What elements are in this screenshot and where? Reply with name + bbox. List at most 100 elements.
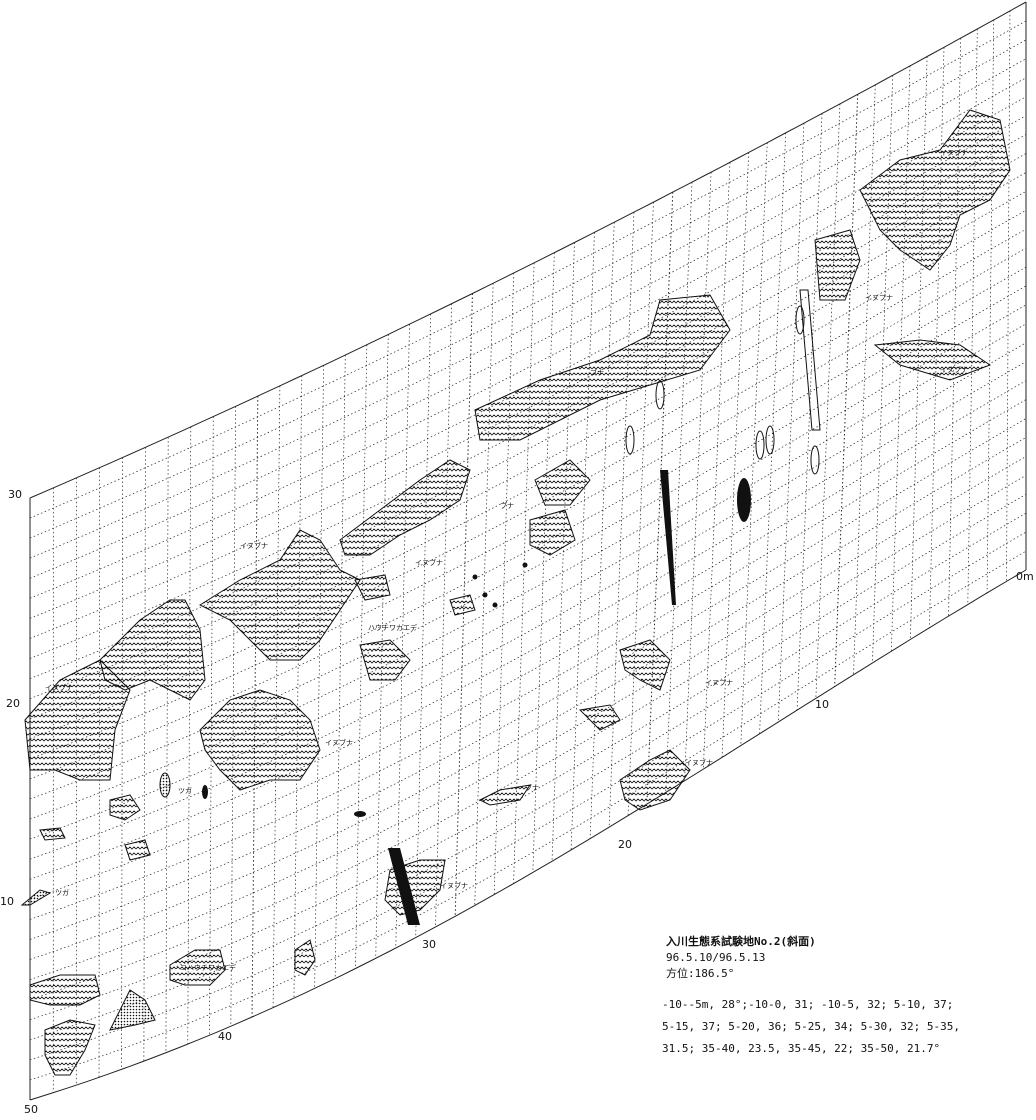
grid-column-line [230, 406, 236, 1027]
grid-row-line [29, 247, 1027, 760]
grid-column-line [570, 232, 595, 850]
grid-row-line [29, 228, 1027, 740]
left-axis-tick: 50 [24, 1103, 38, 1116]
species-label: ツガ [55, 888, 69, 897]
species-label: ブナ [500, 501, 514, 510]
grid-column-line [853, 84, 876, 675]
canopy-patch [199, 689, 321, 791]
grid-row-line [29, 323, 1027, 840]
conifer-patch [159, 772, 171, 798]
grid-row-line [29, 342, 1027, 860]
canopy-patch [619, 639, 671, 691]
grid-column-line [834, 94, 859, 687]
canopy-patch [39, 827, 66, 841]
slope-list-line: -10--5m, 28°;-10-0, 31; -10-5, 32; 5-10,… [662, 998, 954, 1011]
canopy-patch [449, 594, 476, 616]
plot-bearing: 方位:186.5° [666, 967, 735, 980]
grid-row-line [29, 266, 1027, 780]
axis-end-label: 0m [1016, 570, 1034, 583]
stem-outline [625, 425, 635, 455]
slope-list-line: 31.5; 35-40, 23.5, 35-45, 22; 35-50, 21.… [662, 1042, 941, 1055]
species-label: イヌブナ [415, 558, 443, 567]
grid-row-line [29, 20, 1027, 519]
grid-column-line [684, 172, 712, 781]
grid-row-line [29, 456, 1027, 980]
grid-column-line [187, 426, 192, 1045]
species-label: ブナ [590, 368, 604, 377]
stem-outline [655, 380, 665, 410]
grid-row-line [29, 493, 1027, 1021]
bottom-axis-tick: 40 [218, 1030, 232, 1043]
canopy-patch [294, 939, 316, 976]
canopy-patch [529, 509, 576, 556]
grid-row-line [29, 304, 1027, 820]
stem-outline [755, 430, 765, 460]
stem-outline [810, 445, 820, 475]
grid-column-line [608, 212, 635, 828]
left-axis-tick: 30 [8, 488, 22, 501]
species-label: イヌブナ [940, 365, 968, 374]
canopy-patch [873, 339, 992, 381]
labels: 30201050403020100mイヌブナイヌブナイヌブナイヌブナイヌブナイヌ… [0, 148, 1034, 1116]
left-axis-tick: 10 [0, 895, 14, 908]
canopy-patch [169, 949, 226, 986]
tree-trunks [202, 289, 821, 925]
fallen-trunk [660, 470, 676, 605]
grid-row-line [29, 361, 1027, 880]
canopy-patch [859, 109, 1011, 271]
trunk [472, 574, 478, 580]
canopy-patch [24, 659, 131, 781]
grid-row-line [29, 418, 1027, 940]
grid-column-line [314, 365, 324, 989]
conifer-patch [20, 889, 52, 906]
grid-row-line [29, 77, 1027, 579]
grid-row-line [29, 190, 1027, 700]
species-label: イヌブナ [705, 678, 733, 687]
plot-title: 入川生態系試験地No.2(斜面) [666, 935, 816, 948]
species-label: イヌブナ [45, 683, 73, 692]
grid-column-line [293, 375, 303, 999]
grid-row-line [29, 58, 1027, 559]
conifer-patch [109, 989, 156, 1031]
species-label: コハウチワカエデ [180, 963, 236, 972]
canopy-patch [354, 574, 391, 601]
left-axis-tick: 20 [6, 697, 20, 710]
canopy-patch [359, 639, 411, 681]
survey-dates: 96.5.10/96.5.13 [666, 951, 766, 964]
canopy-patches [20, 109, 1011, 1076]
species-label: ツガ [178, 786, 192, 795]
species-label: イヌブナ [685, 758, 713, 767]
grid-row-line [29, 550, 1027, 1081]
canopy-patch [619, 749, 691, 811]
canopy-patch [478, 784, 532, 806]
species-label: イヌブナ [440, 881, 468, 890]
stem-outline [765, 425, 775, 455]
slope-list-line: 5-15, 37; 5-20, 36; 5-25, 34; 5-30, 32; … [662, 1020, 961, 1033]
grid-column-line [740, 142, 768, 746]
trunk [482, 592, 488, 598]
species-label: ハウチワカエデ [368, 623, 417, 632]
grid-row-line [29, 531, 1027, 1061]
grid-column-line [121, 457, 123, 1070]
trunk [737, 478, 751, 522]
grid-lines [29, 1, 1027, 1101]
stem-outline [799, 289, 821, 431]
species-label: ブナ [525, 783, 539, 792]
trunk [522, 562, 528, 568]
grid-row-line [29, 1, 1027, 499]
species-label: イヌブナ [240, 541, 268, 550]
grid-column-line [415, 313, 431, 938]
trunk [492, 602, 498, 608]
canopy-patch [109, 794, 141, 821]
canopy-patch [124, 839, 151, 861]
bottom-axis-tick: 20 [618, 838, 632, 851]
grid-row-line [29, 474, 1027, 1001]
canopy-patch [44, 1019, 96, 1076]
grid-column-line [532, 252, 555, 873]
canopy-patch [534, 459, 591, 506]
grid-column-line [143, 447, 146, 1062]
grid-row-line [29, 39, 1027, 539]
bottom-axis-tick: 10 [815, 698, 829, 711]
